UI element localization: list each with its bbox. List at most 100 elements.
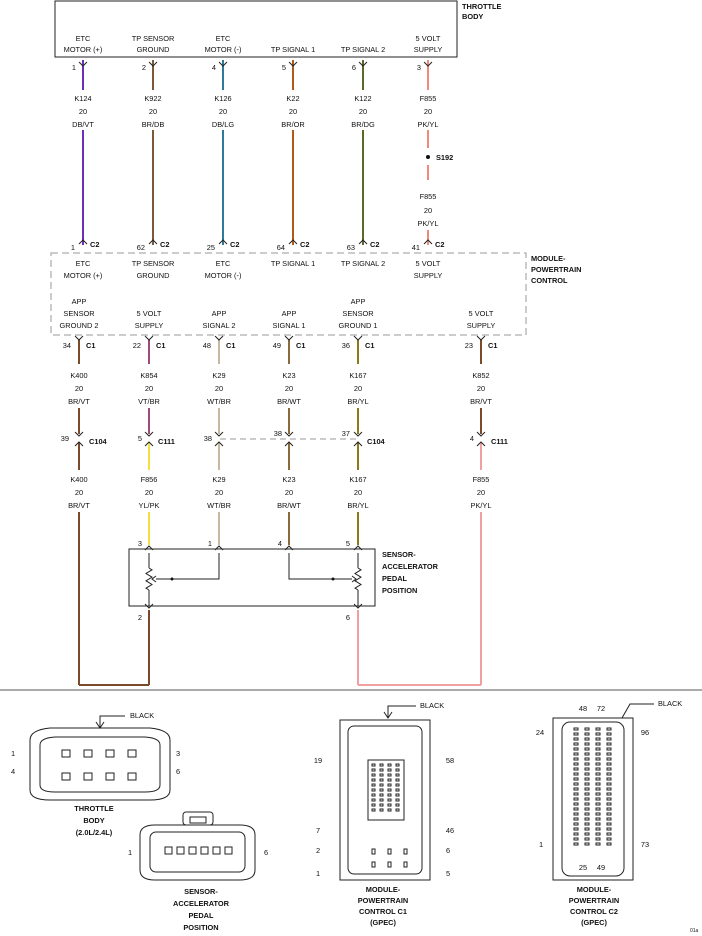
pcm-c1-title: MODULE- — [366, 885, 401, 894]
inline-connector: C104 — [89, 437, 108, 446]
connector-terminal — [573, 827, 579, 831]
connector-terminal — [371, 768, 376, 772]
connector-terminal — [83, 772, 93, 781]
pcm-pin-number: 41 — [412, 243, 420, 252]
connector-terminal — [573, 812, 579, 816]
connector-terminal — [573, 747, 579, 751]
wire-color: BR/YL — [347, 501, 368, 510]
connector-terminal — [387, 803, 392, 807]
throttle-connector-color: BLACK — [130, 711, 154, 720]
pcm-title: CONTROL — [531, 276, 568, 285]
connector-terminal — [395, 808, 400, 812]
connector-chevron — [74, 441, 84, 447]
pcm-c1-pin: 58 — [446, 756, 454, 765]
connector-terminal — [379, 793, 384, 797]
pcm-pin-number: 22 — [133, 341, 141, 350]
connector-terminal — [387, 848, 392, 855]
wire-color: VT/BR — [138, 397, 160, 406]
connector-terminal — [573, 817, 579, 821]
pcm-bottom-label: APP — [72, 297, 87, 306]
connector-terminal — [606, 812, 612, 816]
wire-gauge: 20 — [75, 488, 83, 497]
connector-terminal — [595, 772, 601, 776]
connector-terminal — [584, 822, 590, 826]
wire-gauge: 20 — [145, 384, 153, 393]
connector-terminal — [387, 808, 392, 812]
junction-dot — [331, 577, 335, 581]
pcm-pin-number: 25 — [207, 243, 215, 252]
pcm-box — [50, 252, 527, 336]
connector-terminal — [606, 747, 612, 751]
throttle-connector-pin: 3 — [176, 749, 180, 758]
pcm-connector: C1 — [86, 341, 95, 350]
pcm-connector: C1 — [488, 341, 497, 350]
connector-terminal — [395, 768, 400, 772]
inline-connector: C111 — [158, 437, 175, 446]
connector-chevron — [353, 431, 363, 437]
wire-gauge: 20 — [354, 488, 362, 497]
connector-terminal — [573, 727, 579, 731]
connector-terminal — [371, 803, 376, 807]
pcm-pin-number: 34 — [63, 341, 71, 350]
connector-terminal — [606, 757, 612, 761]
wire-gauge: 20 — [477, 488, 485, 497]
pcm-bottom-label: SIGNAL 1 — [273, 321, 306, 330]
pcm-c2-pin: 25 — [579, 863, 587, 872]
connector-terminal — [573, 782, 579, 786]
pedal-connector-latch-tab — [189, 816, 207, 824]
wire-circuit: K22 — [286, 94, 299, 103]
sensor-title: PEDAL — [382, 574, 408, 583]
connector-chevron — [358, 61, 368, 67]
pcm-c2-pin: 72 — [597, 704, 605, 713]
wire-color: BR/WT — [277, 501, 301, 510]
connector-terminal — [371, 773, 376, 777]
connector-terminal — [200, 846, 209, 855]
pcm-pin-number: 23 — [465, 341, 473, 350]
connector-terminal — [379, 788, 384, 792]
connector-terminal — [387, 861, 392, 868]
sensor-pin-number: 5 — [346, 539, 350, 548]
wire-gauge: 20 — [75, 384, 83, 393]
wire-gauge: 20 — [477, 384, 485, 393]
connector-terminal — [606, 742, 612, 746]
connector-chevron — [284, 545, 294, 551]
pcm-connector: C2 — [230, 240, 239, 249]
throttle-pin-label: MOTOR (-) — [205, 45, 242, 54]
pcm-c1-pin: 19 — [314, 756, 322, 765]
wire-color: BR/YL — [347, 397, 368, 406]
connector-terminal — [371, 848, 376, 855]
pcm-bottom-label: APP — [282, 309, 297, 318]
pcm-top-label: ETC — [76, 259, 91, 268]
connector-terminal — [105, 772, 115, 781]
wire-color: BR/WT — [277, 397, 301, 406]
wire-circuit: F855 — [473, 475, 490, 484]
throttle-connector-title: (2.0L/2.4L) — [76, 828, 113, 837]
connector-terminal — [127, 772, 137, 781]
connector-terminal — [584, 787, 590, 791]
pcm-c2-pin: 96 — [641, 728, 649, 737]
connector-terminal — [403, 861, 408, 868]
pcm-c2-outer — [552, 717, 634, 881]
connector-terminal — [371, 808, 376, 812]
wire-color: PK/YL — [418, 120, 439, 129]
pcm-connector: C2 — [160, 240, 169, 249]
connector-terminal — [573, 837, 579, 841]
wire-color: BR/DG — [351, 120, 375, 129]
connector-terminal — [595, 812, 601, 816]
connector-chevron — [358, 239, 368, 245]
pedal-connector-pin: 1 — [128, 848, 132, 857]
connector-terminal — [595, 792, 601, 796]
connector-terminal — [595, 817, 601, 821]
connector-terminal — [584, 737, 590, 741]
sensor-pin-number: 3 — [138, 539, 142, 548]
pointer-arrow — [383, 711, 393, 719]
connector-terminal — [371, 778, 376, 782]
pcm-top-label: ETC — [216, 259, 231, 268]
connector-chevron — [144, 431, 154, 437]
connector-terminal — [606, 802, 612, 806]
connector-chevron — [476, 431, 486, 437]
pcm-c1-pin: 5 — [446, 869, 450, 878]
throttle-pin-label: ETC — [76, 34, 91, 43]
connector-chevron — [144, 441, 154, 447]
pcm-connector: C1 — [296, 341, 305, 350]
